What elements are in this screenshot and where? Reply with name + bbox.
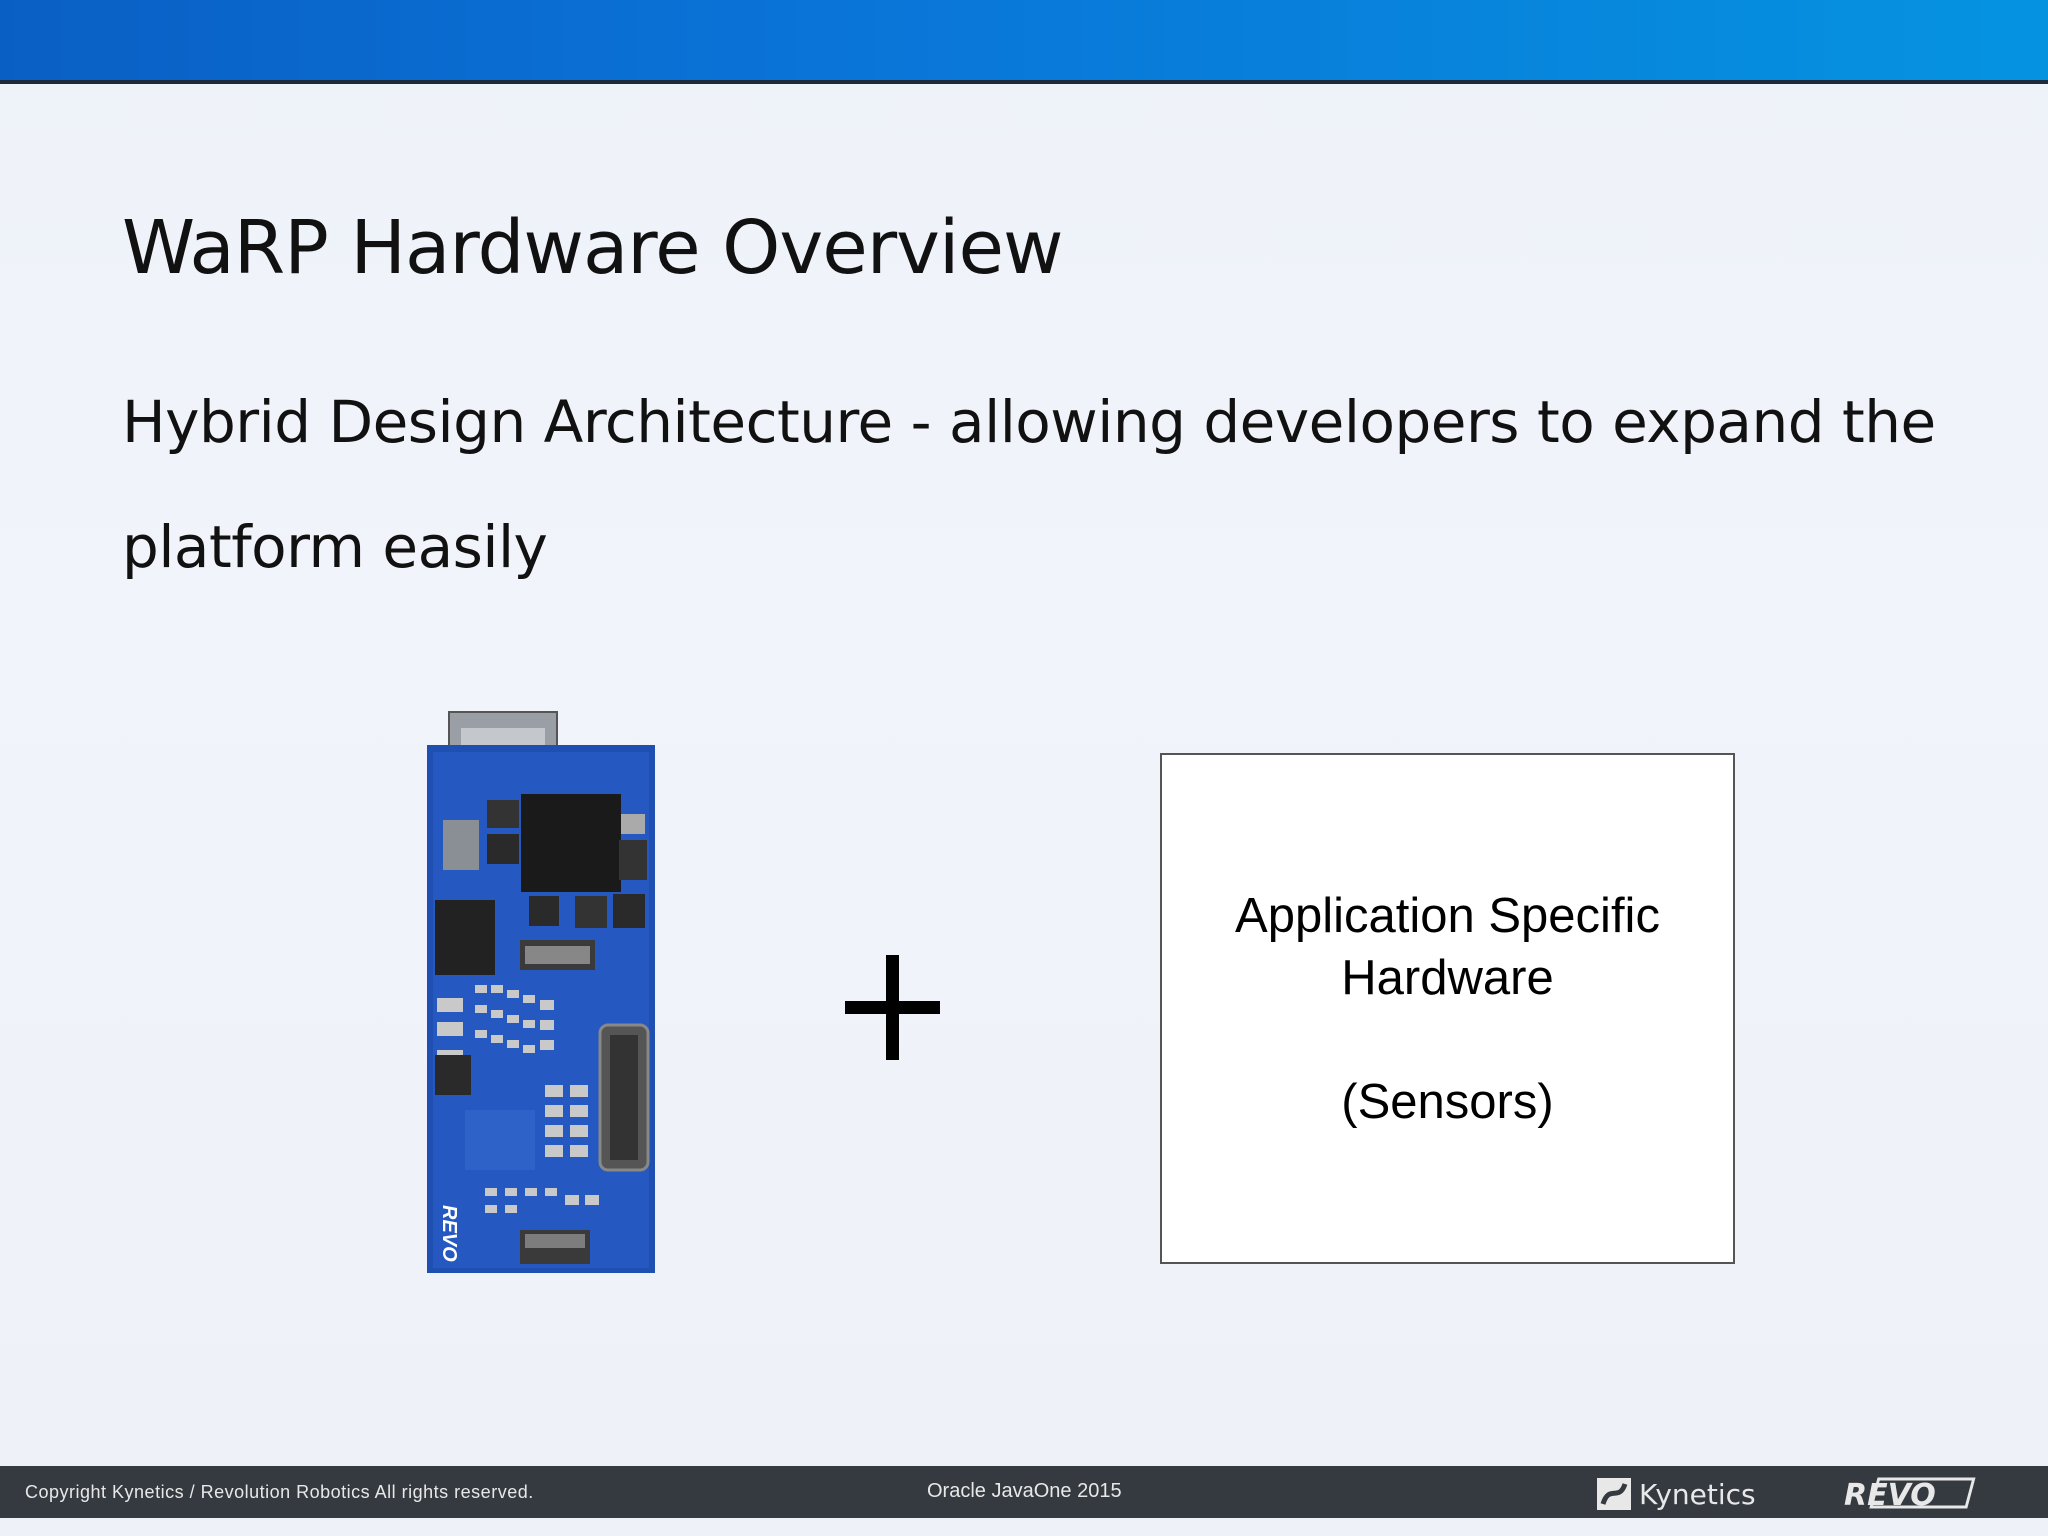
revo-logo-text: REVO (1844, 1478, 1936, 1512)
top-banner (0, 0, 2048, 84)
box-line-1: Application Specific (1235, 888, 1660, 943)
plus-icon (845, 955, 940, 1060)
footer-event: Oracle JavaOne 2015 (927, 1480, 1122, 1502)
footer-copyright: Copyright Kynetics / Revolution Robotics… (25, 1482, 534, 1502)
kynetics-logo: Kynetics (1597, 1478, 1756, 1511)
slide-subtitle: Hybrid Design Architecture - allowing de… (122, 388, 1936, 581)
kynetics-logo-text: Kynetics (1639, 1478, 1756, 1511)
revo-logo: REVO (1844, 1477, 1976, 1512)
footer-bar: Copyright Kynetics / Revolution Robotics… (0, 1466, 2048, 1518)
box-line-3: (Sensors) (1341, 1074, 1554, 1129)
application-hardware-box: Application Specific Hardware (Sensors) (1160, 753, 1735, 1264)
slide-title: WaRP Hardware Overview (122, 205, 1064, 291)
box-line-2: Hardware (1341, 950, 1554, 1005)
warp-board-image: REVO (427, 711, 655, 1273)
board-revo-label: REVO (438, 1205, 460, 1262)
